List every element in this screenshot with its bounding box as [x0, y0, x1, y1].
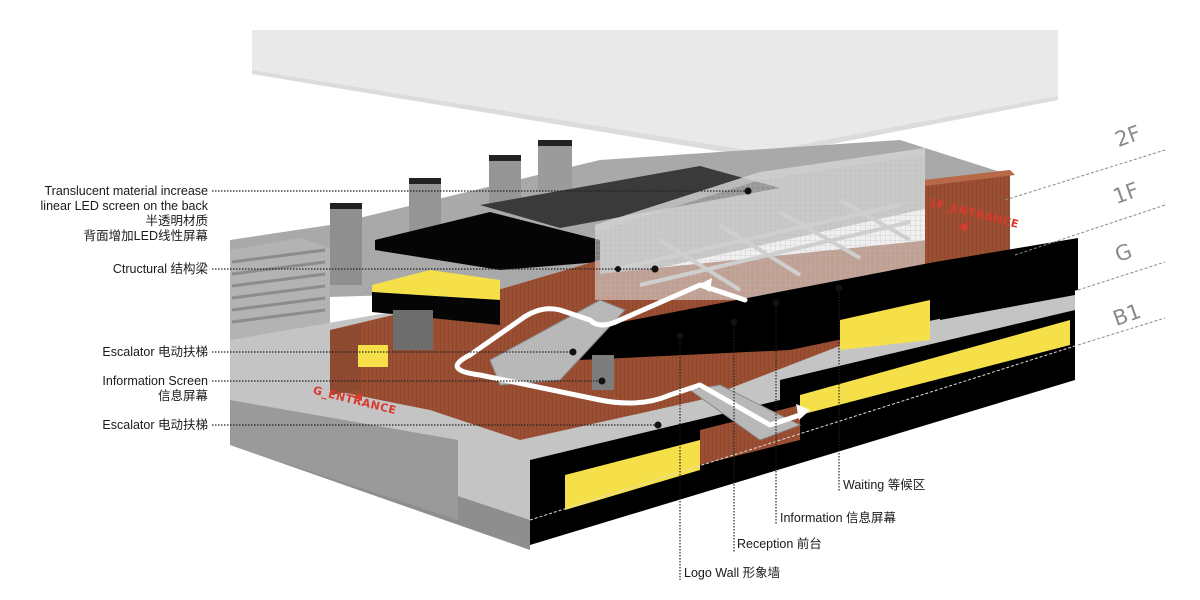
annotation-text: 信息屏幕	[157, 389, 208, 403]
1f-entrance-arrow	[958, 222, 968, 232]
section-slabs	[530, 238, 1078, 545]
annotation-text: Translucent material increase	[44, 184, 209, 198]
annotation-escalator-upper: Escalator 电动扶梯	[102, 345, 208, 360]
translucent-glass-box	[595, 148, 925, 300]
annotation-information: Information 信息屏幕	[780, 511, 897, 525]
canopy-slab	[375, 212, 600, 270]
path-arrow-up	[698, 278, 712, 292]
leader-dots-left	[569, 187, 752, 429]
annotation-text: Escalator 电动扶梯	[102, 345, 208, 359]
annotation-text: 背面增加LED线性屏幕	[83, 229, 208, 243]
wood-wall-left	[330, 325, 360, 395]
level-lines	[529, 149, 1166, 521]
leader-lines-bottom	[679, 288, 840, 580]
yellow-room-low	[358, 345, 388, 367]
annotation-structural: Ctructural 结构梁	[113, 262, 208, 277]
annotation-translucent: Translucent material increase linear LED…	[41, 184, 208, 244]
leader-lines-left	[212, 190, 748, 426]
annotation-text: Escalator 电动扶梯	[102, 418, 208, 432]
leader-dots-bottom	[676, 284, 843, 340]
path-arrow-end	[796, 404, 810, 420]
annotation-info-screen: Information Screen 信息屏幕	[102, 374, 208, 404]
annotation-waiting: Waiting 等候区	[843, 478, 926, 492]
annotation-text: Ctructural 结构梁	[112, 262, 208, 276]
wood-volume-1f-top	[925, 170, 1015, 186]
annotation-text: Information Screen	[102, 374, 208, 388]
annotation-escalator-lower: Escalator 电动扶梯	[102, 418, 208, 433]
roof-slab	[480, 166, 780, 228]
yellow-room-upper	[372, 270, 500, 300]
wood-volume-1f	[925, 170, 1010, 270]
photo-panel	[393, 310, 433, 350]
annotation-logo-wall: Logo Wall 形象墙	[684, 566, 781, 580]
annotation-text: 半透明材质	[145, 214, 208, 228]
annotation-text: linear LED screen on the back	[40, 199, 208, 213]
upper-volume	[252, 30, 1058, 158]
information-screen-panel	[592, 355, 614, 390]
ground-side-left	[230, 400, 458, 520]
g-entrance-arrow	[352, 393, 362, 401]
circulation-path	[454, 282, 803, 428]
yellow-room-upper-slab	[372, 292, 500, 325]
annotation-reception: Reception 前台	[737, 537, 822, 551]
